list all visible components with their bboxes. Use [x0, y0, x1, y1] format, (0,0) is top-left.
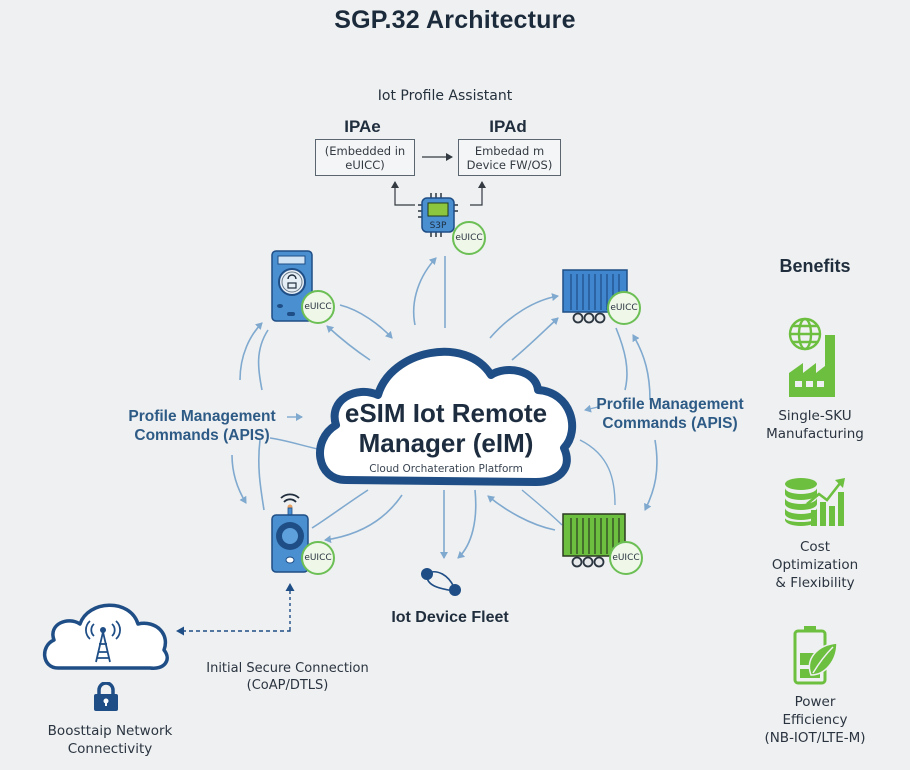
coins-growth-chart-icon: [785, 478, 845, 526]
secure-line2: (CoAP/DTLS): [246, 678, 329, 693]
lock-icon: [94, 682, 118, 711]
ipad-description: Embedad m Device FW/OS): [466, 143, 553, 172]
device-fleet-icon: [421, 568, 461, 596]
left-loop-down: [257, 329, 269, 391]
left-loop-up-arrow: [239, 322, 263, 381]
euicc-badge-green-container: eUICC: [609, 541, 643, 575]
benefit-single-sku-line1: Single-SKU: [778, 408, 852, 424]
euicc-badge-handheld: eUICC: [301, 290, 335, 324]
cloud-to-fleet-arrow-2: [457, 489, 477, 559]
benefit-item-power: Power Efficiency (NB-IOT/LTE-M): [760, 625, 870, 747]
benefit-single-sku-line2: Manufacturing: [766, 426, 864, 442]
tracker-icon: [271, 493, 309, 573]
fleet-label: Iot Device Fleet: [391, 609, 509, 626]
pmc-left-down-arrow: [231, 454, 247, 504]
factory-globe-icon: [788, 317, 835, 397]
secure-connection-label: Initial Secure Connection (CoAP/DTLS): [195, 660, 380, 694]
eim-title-line2: Manager (eIM): [358, 428, 534, 458]
ipae-description: (Embedded in eUICC): [324, 143, 406, 172]
benefits-heading: Benefits: [779, 256, 851, 276]
chip-to-ipad-connector: [470, 181, 486, 206]
cloud-to-chip-arrow: [412, 257, 437, 326]
benefit-cost-line1: Cost: [799, 539, 830, 555]
secure-line1: Initial Secure Connection: [206, 661, 369, 676]
eim-subtitle: Cloud Orchateration Platform: [369, 463, 523, 475]
benefit-cost-line2: Optimization: [771, 557, 859, 573]
device-tracker[interactable]: [270, 488, 310, 574]
device-chip-module[interactable]: S3P: [418, 193, 458, 237]
ipad-label: IPAd: [489, 117, 527, 136]
bootstrap-label: Boosttaip Network Connectivity: [30, 722, 190, 758]
pmc-left-line1: Profile Management: [128, 408, 276, 425]
pmc-right-line2: Commands (APIS): [602, 415, 738, 432]
euicc-badge-tracker: eUICC: [301, 541, 335, 575]
ipae-label: IPAe: [344, 117, 381, 136]
bootstrap-cloud-icon: [43, 603, 169, 670]
pmc-right-arrow: [584, 404, 599, 413]
benefit-cost-line3: & Flexibility: [775, 575, 855, 591]
chip-text: S3P: [430, 221, 447, 231]
right-loop-lower: [579, 439, 616, 506]
benefit-item-single-sku: Single-SKU Manufacturing: [760, 315, 870, 443]
right-outer-down-arrow: [644, 439, 658, 511]
eim-title-line1: eSIM Iot Remote: [344, 398, 548, 428]
bootstrap-line2: Connectivity: [67, 741, 153, 757]
pmc-left-line2: Commands (APIS): [134, 427, 270, 444]
right-loop-up-arrow: [632, 334, 651, 401]
cloud-to-green-container-line: [521, 489, 563, 526]
right-loop-down: [615, 327, 628, 391]
eim-cloud-shape: [316, 347, 577, 486]
cloud-to-tracker-arrow-1: [311, 489, 369, 529]
ipa-heading: Iot Profile Assistant: [377, 88, 513, 104]
chip-to-ipae-connector: [391, 181, 415, 206]
cloud-to-handheld-arrow: [326, 325, 371, 361]
benefit-power-line2: (NB-IOT/LTE-M): [764, 730, 866, 746]
pmc-right-label: Profile Management Commands (APIS): [590, 395, 750, 433]
pmc-right-line1: Profile Management: [596, 396, 744, 413]
handheld-to-cloud-arrow: [339, 304, 393, 339]
chip-icon: S3P: [418, 193, 458, 237]
ipad-box: Embedad m Device FW/OS): [458, 139, 561, 176]
euicc-badge-blue-container: eUICC: [607, 291, 641, 325]
eim-cloud[interactable]: eSIM Iot Remote Manager (eIM) Cloud Orch…: [306, 398, 586, 475]
benefit-power-line1: Power Efficiency: [782, 694, 848, 728]
benefit-item-cost: Cost Optimization & Flexibility: [760, 476, 870, 592]
cloud-to-tracker-arrow-2: [324, 494, 403, 544]
diagram-title: SGP.32 Architecture: [334, 6, 576, 34]
battery-leaf-icon: [793, 626, 838, 685]
green-container-to-cloud-arrow: [487, 495, 556, 531]
left-loop-lower: [258, 439, 265, 511]
cloud-to-blue-container-arrow-1: [489, 293, 559, 339]
pmc-left-label: Profile Management Commands (APIS): [122, 407, 282, 445]
bootstrap-line1: Boosttaip Network: [47, 723, 173, 739]
ipae-box: (Embedded in eUICC): [315, 139, 415, 176]
secure-connection-dashed-arrow: [176, 626, 291, 636]
euicc-badge-chip: eUICC: [452, 221, 486, 255]
cloud-to-blue-container-arrow-2: [511, 317, 559, 361]
